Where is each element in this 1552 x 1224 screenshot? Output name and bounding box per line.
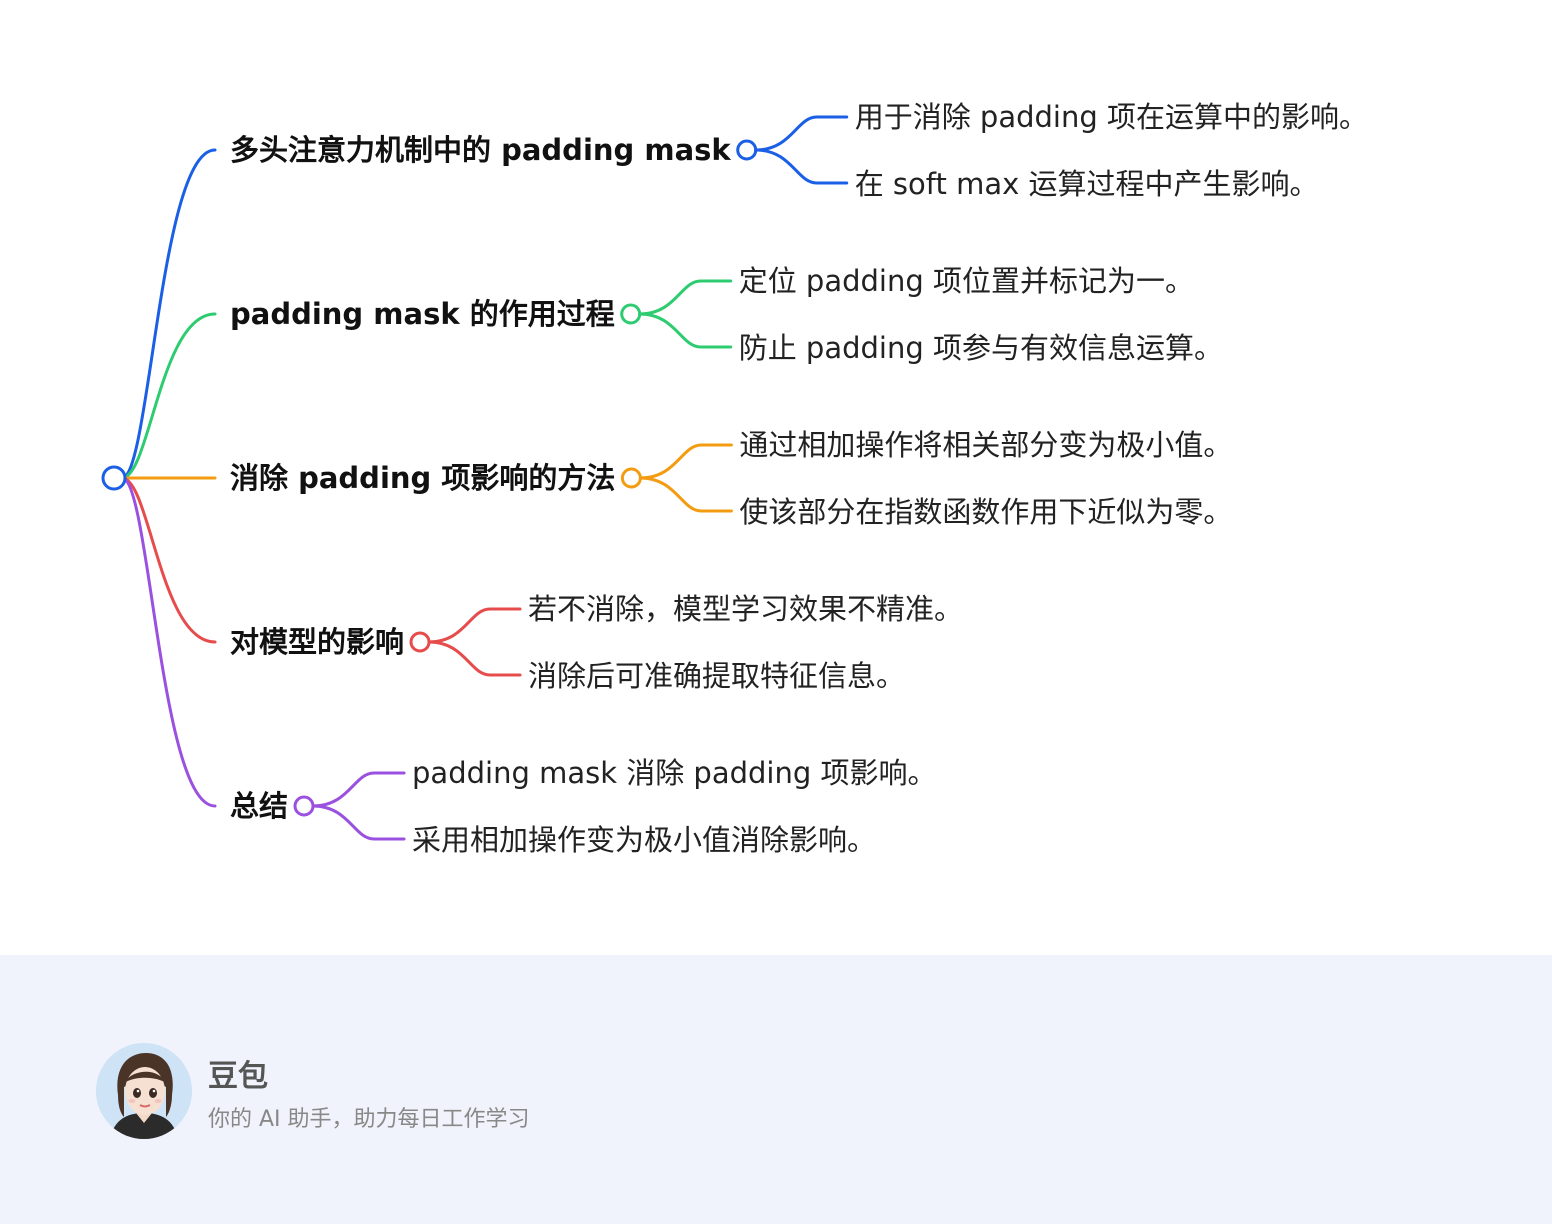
branch-label-2: padding mask 的作用过程 xyxy=(230,297,615,331)
connector-branch-1-leaf-1 xyxy=(754,115,849,152)
branch-label-5: 总结 xyxy=(230,789,289,823)
connector-branch-3-leaf-2 xyxy=(638,476,733,513)
leaf-label-2-2: 防止 padding 项参与有效信息运算。 xyxy=(738,331,1223,365)
connector-branch-5-leaf-1 xyxy=(311,771,406,808)
leaf-label-3-2: 使该部分在指数函数作用下近似为零。 xyxy=(739,495,1233,529)
branch-node-2 xyxy=(620,303,642,325)
leaf-label-4-2: 消除后可准确提取特征信息。 xyxy=(528,659,906,693)
connector-branch-2-leaf-2 xyxy=(638,312,733,349)
connector-branch-3-leaf-1 xyxy=(638,443,733,480)
leaf-label-1-2: 在 soft max 运算过程中产生影响。 xyxy=(854,167,1319,201)
connector-branch-4-leaf-2 xyxy=(427,640,522,677)
leaf-label-2-1: 定位 padding 项位置并标记为一。 xyxy=(738,264,1194,298)
leaf-label-5-1: padding mask 消除 padding 项影响。 xyxy=(412,756,937,790)
branch-label-1: 多头注意力机制中的 padding mask xyxy=(230,133,731,167)
connector-branch-1-leaf-2 xyxy=(754,148,849,185)
branch-node-3 xyxy=(620,467,642,489)
footer: 豆包 你的 AI 助手，助力每日工作学习 xyxy=(0,955,1552,1224)
branch-node-4 xyxy=(409,631,431,653)
connector-root-to-branch-2 xyxy=(120,312,217,480)
connector-root-to-branch-1 xyxy=(120,148,217,480)
branch-label-3: 消除 padding 项影响的方法 xyxy=(230,461,616,495)
branch-node-5 xyxy=(293,795,315,817)
mindmap-diagram xyxy=(101,115,849,841)
connector-root-to-branch-5 xyxy=(120,476,217,808)
branch-label-4: 对模型的影响 xyxy=(230,625,405,659)
leaf-label-4-1: 若不消除，模型学习效果不精准。 xyxy=(528,592,964,626)
leaf-label-1-1: 用于消除 padding 项在运算中的影响。 xyxy=(854,100,1368,134)
leaf-label-3-1: 通过相加操作将相关部分变为极小值。 xyxy=(739,428,1233,462)
connector-branch-5-leaf-2 xyxy=(311,804,406,841)
brand-name: 豆包 xyxy=(208,1059,268,1094)
avatar-icon xyxy=(96,1043,192,1139)
leaf-label-5-2: 采用相加操作变为极小值消除影响。 xyxy=(412,823,877,857)
brand-slogan: 你的 AI 助手，助力每日工作学习 xyxy=(208,1107,530,1132)
connector-branch-2-leaf-1 xyxy=(638,279,733,316)
branch-node-1 xyxy=(736,139,758,161)
connector-branch-4-leaf-1 xyxy=(427,607,522,644)
root-node xyxy=(101,465,127,491)
connector-root-to-branch-4 xyxy=(120,476,217,644)
